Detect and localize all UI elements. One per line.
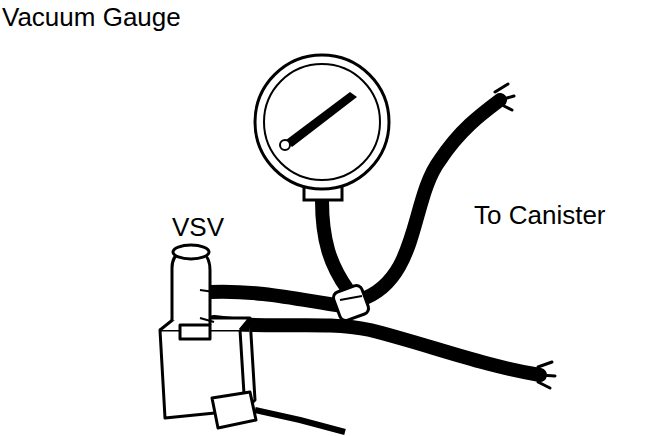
vsv-valve xyxy=(160,245,345,432)
gauge-hose xyxy=(322,200,348,290)
part-label: To Canister xyxy=(474,200,606,230)
part-label: VSV xyxy=(172,212,224,242)
open-hose xyxy=(214,322,540,375)
tee-fitting xyxy=(332,284,370,322)
vsv-hose xyxy=(210,292,342,306)
hose-end xyxy=(495,84,514,110)
vacuum-gauge xyxy=(255,55,389,200)
hose-end xyxy=(538,362,555,388)
part-label: Vacuum Gauge xyxy=(2,2,181,32)
